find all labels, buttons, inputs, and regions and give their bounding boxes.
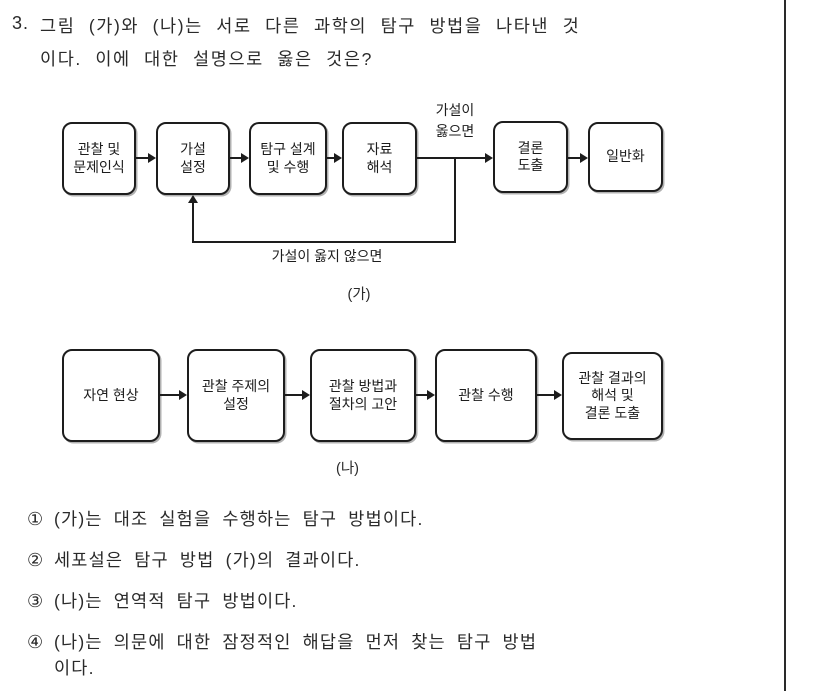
flowbox-conclusion: 결론 도출 xyxy=(493,121,568,193)
arrow-right-icon xyxy=(580,153,588,163)
flowbox-observation-method-procedure: 관찰 방법과 절차의 고안 xyxy=(310,349,416,442)
feedback-line-bottom xyxy=(192,241,456,243)
flowbox-hypothesis-setting: 가설 설정 xyxy=(156,122,230,195)
arrow-right-icon xyxy=(334,153,342,163)
flowbox-observation-topic: 관찰 주제의 설정 xyxy=(187,349,285,442)
choice-3-number: ③ xyxy=(27,591,44,611)
flowbox-label: 관찰 주제의 설정 xyxy=(201,378,271,412)
arrow-line xyxy=(417,157,486,159)
arrow-line xyxy=(230,157,242,159)
choice-2-number: ② xyxy=(27,550,44,570)
arrow-right-icon xyxy=(241,153,249,163)
arrow-line xyxy=(568,157,581,159)
arrow-right-icon xyxy=(554,390,562,400)
choice-1-number: ① xyxy=(27,509,44,529)
feedback-line-up xyxy=(192,201,194,243)
arrow-right-icon xyxy=(302,390,310,400)
choice-4-text-line-1: (나)는 의문에 대한 잠정적인 해답을 먼저 찾는 탐구 방법 xyxy=(54,632,538,652)
flowbox-observation-problem: 관찰 및 문제인식 xyxy=(62,122,136,195)
flowbox-perform-observation: 관찰 수행 xyxy=(435,349,537,442)
flowbox-data-interpretation: 자료 해석 xyxy=(342,122,417,195)
arrow-line xyxy=(285,394,303,396)
diagram-a-caption: (가) xyxy=(347,287,371,303)
choice-4-text-line-2: 이다. xyxy=(54,658,95,678)
choice-3-text: (나)는 연역적 탐구 방법이다. xyxy=(54,591,298,611)
arrow-line xyxy=(160,394,180,396)
question-number: 3. xyxy=(12,13,30,33)
arrow-line xyxy=(136,157,149,159)
choice-1: ① (가)는 대조 실험을 수행하는 탐구 방법이다. xyxy=(27,506,424,532)
feedback-line-down xyxy=(454,158,456,243)
arrow-line xyxy=(327,157,335,159)
arrow-right-icon xyxy=(148,153,156,163)
choice-1-text: (가)는 대조 실험을 수행하는 탐구 방법이다. xyxy=(54,509,424,529)
question-line-1: 그림 (가)와 (나)는 서로 다른 과학의 탐구 방법을 나타낸 것 xyxy=(40,16,581,36)
flowbox-result-interpretation-conclusion: 관찰 결과의 해석 및 결론 도출 xyxy=(562,352,663,440)
branch-label-hypothesis-correct: 가설이 옳으면 xyxy=(435,102,475,139)
flowbox-label: 자연 현상 xyxy=(83,386,139,403)
arrow-right-icon xyxy=(179,390,187,400)
arrow-up-icon xyxy=(188,195,198,203)
flowbox-label: 일반화 xyxy=(606,148,645,165)
diagram-b-caption: (나) xyxy=(336,461,359,477)
flowbox-inquiry-design-perform: 탐구 설계 및 수행 xyxy=(249,122,327,195)
arrow-right-icon xyxy=(427,390,435,400)
choice-4-number: ④ xyxy=(27,632,44,652)
flowbox-label: 관찰 결과의 해석 및 결론 도출 xyxy=(578,369,647,421)
flowbox-label: 관찰 방법과 절차의 고안 xyxy=(328,378,398,412)
choice-2: ② 세포설은 탐구 방법 (가)의 결과이다. xyxy=(27,547,361,573)
flowbox-label: 가설 설정 xyxy=(180,141,206,175)
arrow-line xyxy=(416,394,428,396)
arrow-right-icon xyxy=(485,153,493,163)
choice-2-text: 세포설은 탐구 방법 (가)의 결과이다. xyxy=(54,550,361,570)
choice-3: ③ (나)는 연역적 탐구 방법이다. xyxy=(27,588,298,614)
branch-label-hypothesis-incorrect: 가설이 옳지 않으면 xyxy=(271,248,383,264)
page-column-divider xyxy=(784,0,786,691)
flowbox-label: 결론 도출 xyxy=(517,139,544,174)
question-line-2: 이다. 이에 대한 설명으로 옳은 것은? xyxy=(40,49,373,69)
flowbox-label: 자료 해석 xyxy=(366,141,393,175)
flowbox-generalization: 일반화 xyxy=(588,122,663,192)
flowbox-label: 관찰 및 문제인식 xyxy=(73,141,125,175)
flowbox-label: 탐구 설계 및 수행 xyxy=(260,141,316,175)
flowbox-label: 관찰 수행 xyxy=(458,386,514,403)
flowbox-natural-phenomenon: 자연 현상 xyxy=(62,349,160,442)
arrow-line xyxy=(537,394,555,396)
